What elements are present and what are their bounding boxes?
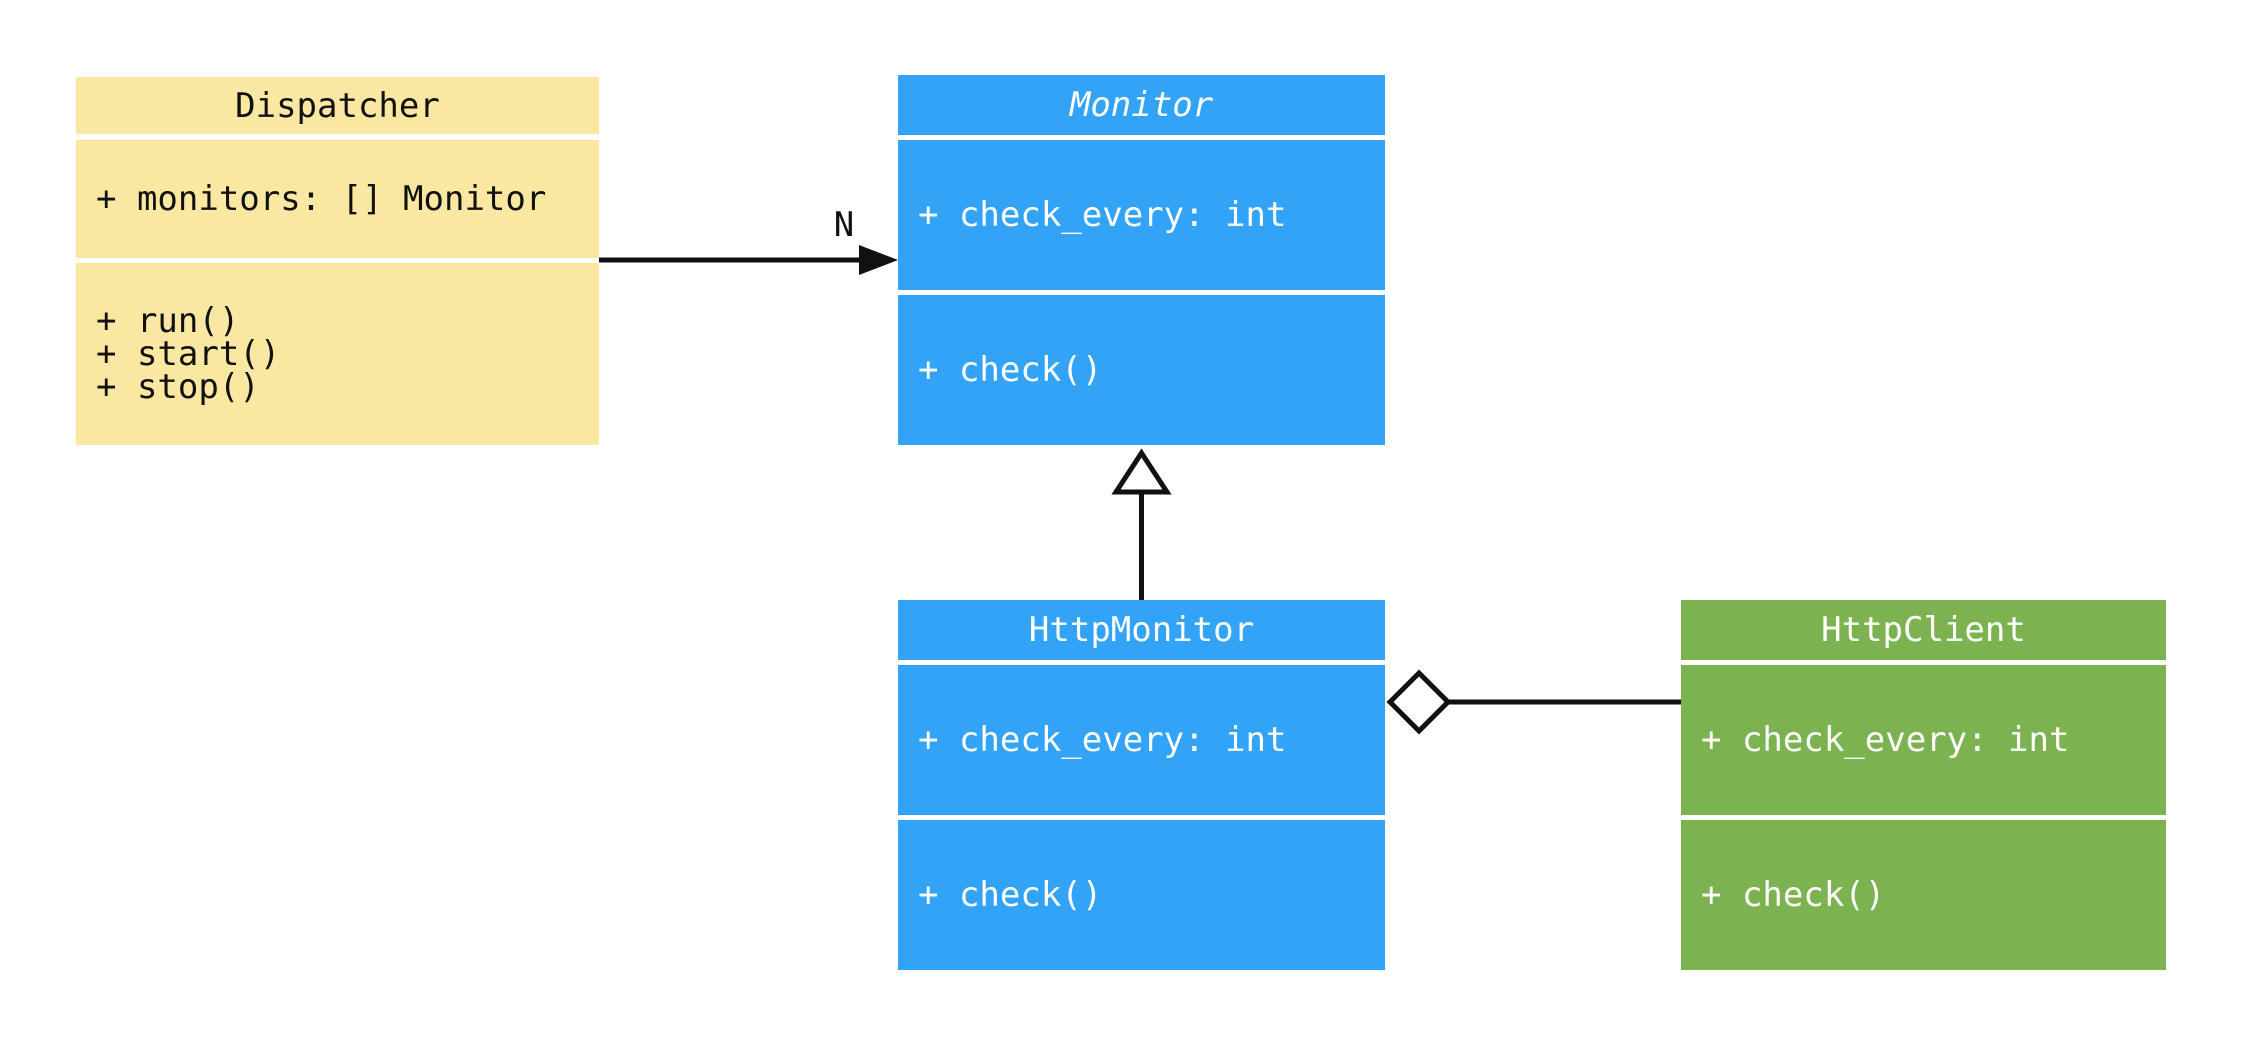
attribute-item: + check_every: int xyxy=(1701,719,2070,760)
class-box-httpclient: HttpClient + check_every: int + check() xyxy=(1681,600,2166,970)
attribute-item: + check_every: int xyxy=(918,719,1287,760)
methods-section: + check() xyxy=(898,820,1385,970)
aggregation-diamond-icon xyxy=(1386,669,1452,735)
attributes-section: + check_every: int xyxy=(898,665,1385,815)
methods-section: + run() + start() + stop() xyxy=(76,263,599,445)
inheritance-arrow xyxy=(1111,448,1172,600)
association-multiplicity-label: N xyxy=(833,205,855,245)
attributes-section: + check_every: int xyxy=(1681,665,2166,815)
association-arrowhead xyxy=(859,245,898,275)
class-box-monitor: Monitor + check_every: int + check() xyxy=(898,75,1385,445)
method-item: + run() xyxy=(96,300,240,341)
method-item: + stop() xyxy=(96,366,260,407)
class-title: HttpClient xyxy=(1681,600,2166,660)
inheritance-triangle-icon xyxy=(1111,448,1172,495)
class-box-dispatcher: Dispatcher + monitors: [] Monitor + run(… xyxy=(76,77,599,445)
class-title: HttpMonitor xyxy=(898,600,1385,660)
attributes-section: + monitors: [] Monitor xyxy=(76,140,599,258)
method-item: + check() xyxy=(1701,874,1886,915)
method-item: + start() xyxy=(96,333,281,374)
methods-section: + check() xyxy=(898,295,1385,445)
association-arrow xyxy=(599,245,898,275)
aggregation-connector xyxy=(1386,669,1681,735)
attributes-section: + check_every: int xyxy=(898,140,1385,290)
method-item: + check() xyxy=(918,874,1103,915)
attribute-item: + check_every: int xyxy=(918,194,1287,235)
methods-section: + check() xyxy=(1681,820,2166,970)
method-item: + check() xyxy=(918,349,1103,390)
attribute-item: + monitors: [] Monitor xyxy=(96,178,547,219)
class-title: Dispatcher xyxy=(76,77,599,134)
class-box-httpmonitor: HttpMonitor + check_every: int + check() xyxy=(898,600,1385,970)
class-title: Monitor xyxy=(898,75,1385,135)
